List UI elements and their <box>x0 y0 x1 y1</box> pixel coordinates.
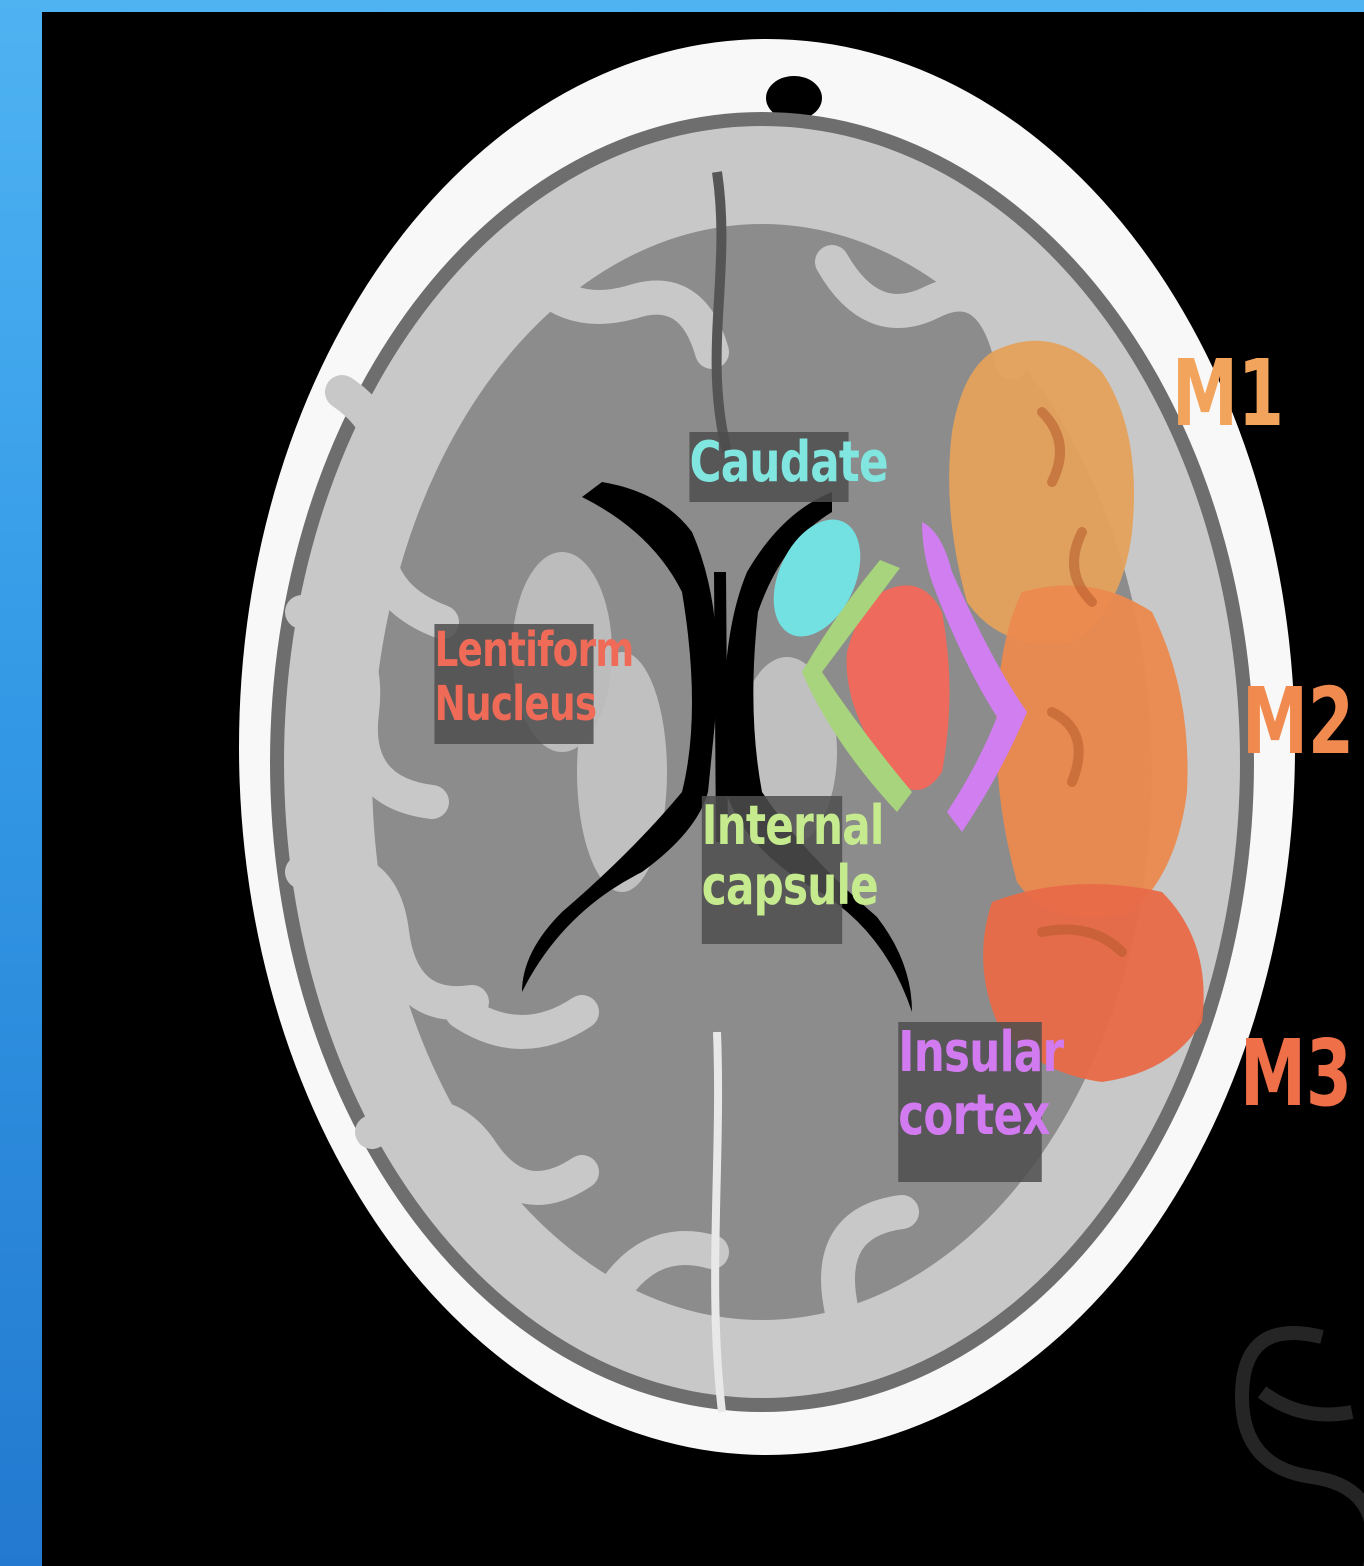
m3-label: M3 <box>1240 1028 1352 1120</box>
m1-label: M1 <box>1172 348 1284 440</box>
insular-label-line1: Insular <box>898 1022 1042 1085</box>
watermark-logo-icon <box>1242 1333 1364 1566</box>
internal-label-line1: Internal <box>702 796 842 856</box>
lentiform-nucleus-label: Lentiform Nucleus <box>434 624 593 744</box>
insular-label-line2: cortex <box>898 1085 1042 1148</box>
caudate-label-text: Caudate <box>689 430 887 495</box>
image-panel: Caudate Lentiform Nucleus Internal capsu… <box>42 12 1364 1566</box>
lentiform-label-line1: Lentiform <box>434 624 593 678</box>
m2-label: M2 <box>1242 676 1354 768</box>
m2-territory <box>996 585 1187 917</box>
brain-ct-slice-icon <box>42 12 1364 1566</box>
caudate-label: Caudate <box>689 432 848 502</box>
internal-label-line2: capsule <box>702 856 842 916</box>
insular-cortex-label: Insular cortex <box>898 1022 1042 1182</box>
internal-capsule-label: Internal capsule <box>702 796 842 944</box>
lentiform-label-line2: Nucleus <box>434 678 593 732</box>
